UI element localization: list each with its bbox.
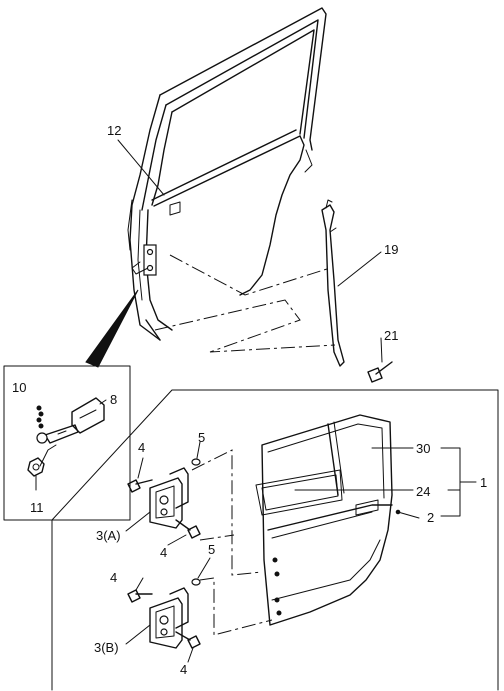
callout-24: 24 — [416, 484, 430, 499]
detail-pointer-arrow — [85, 289, 139, 368]
door-frame-assembly — [127, 7, 327, 341]
door-panel — [255, 414, 420, 626]
callout-3a: 3(A) — [96, 528, 121, 543]
reference-lines — [154, 254, 336, 353]
callout-8: 8 — [110, 392, 117, 407]
callout-3b: 3(B) — [94, 640, 119, 655]
callout-4-upper-right: 4 — [160, 545, 167, 560]
callout-21: 21 — [384, 328, 398, 343]
callout-5-lower: 5 — [208, 542, 215, 557]
door-panel-detail-frame — [51, 389, 499, 691]
callout-1: 1 — [480, 475, 487, 490]
callout-19: 19 — [384, 242, 398, 257]
callout-1-bracket — [440, 447, 477, 517]
callout-12: 12 — [107, 123, 121, 138]
callout-10: 10 — [12, 380, 26, 395]
upper-hinge-assembly — [125, 441, 263, 576]
callout-2: 2 — [427, 510, 434, 525]
callout-30: 30 — [416, 441, 430, 456]
callout-11: 11 — [30, 500, 44, 515]
callout-5-upper: 5 — [198, 430, 205, 445]
screw-21 — [367, 361, 393, 383]
callout-4-upper-left: 4 — [138, 440, 145, 455]
callout-4-lower-right: 4 — [180, 662, 187, 677]
door-check-assembly — [27, 397, 107, 491]
door-check-detail-frame — [3, 365, 131, 521]
belt-molding-strip — [321, 199, 345, 367]
callout-4-lower-left: 4 — [110, 570, 117, 585]
lower-hinge-assembly — [125, 557, 273, 663]
